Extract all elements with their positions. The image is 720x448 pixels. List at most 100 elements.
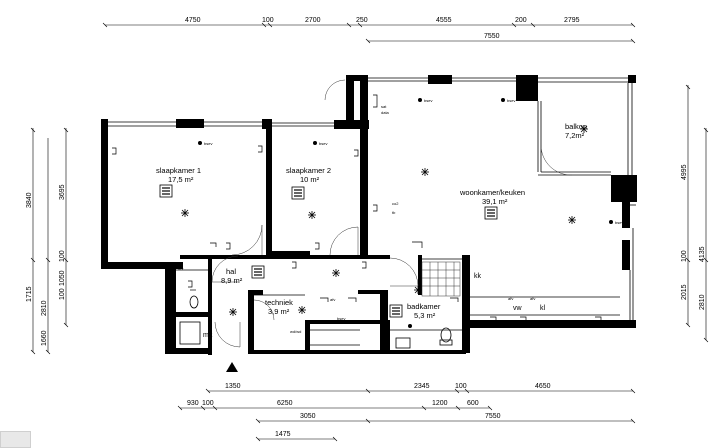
bsev-label: bsev: [337, 316, 345, 321]
room-techniek-name: techniek: [265, 298, 293, 307]
corner-panel: [0, 431, 31, 448]
room-woonkamer-name: woonkamer/keuken: [459, 188, 525, 197]
dim-top-2: 100: [262, 17, 274, 24]
afv-label: afv: [530, 296, 535, 301]
dim-left-6: 100: [59, 250, 66, 262]
room-woonkamer-area: 39,1 m²: [482, 197, 508, 206]
ceiling-light-icon: [181, 209, 189, 217]
ceiling-light-icon: [421, 168, 429, 176]
radiator-icon: [484, 206, 498, 220]
mk-label: mk: [203, 332, 213, 339]
room-balkon-area: 7,2m²: [565, 131, 585, 140]
dimensions-top: 4750 100 2700 250 4555 200 2795 7550: [102, 17, 636, 44]
room-slaapkamer2-area: 10 m²: [300, 175, 320, 184]
bsev-label: bsev: [319, 141, 327, 146]
shower-tile: [421, 261, 461, 297]
bsev-label: bsev: [507, 98, 515, 103]
tb-label: tb: [392, 210, 396, 215]
dim-bottom-7: 6250: [277, 400, 293, 407]
room-slaapkamer2-name: slaapkamer 2: [286, 166, 331, 175]
smoke-detector-icon: [313, 141, 317, 145]
entrance-arrow-icon: [226, 362, 238, 372]
bsev-label: bsev: [204, 141, 212, 146]
dim-left-2: 1715: [26, 286, 33, 302]
dim-left-1: 3840: [26, 192, 33, 208]
bsev-label: bsev: [615, 220, 623, 225]
dim-bottom-10: 3050: [300, 413, 316, 420]
room-balkon-name: balkon: [565, 122, 587, 131]
smoke-detector-icon: [609, 220, 613, 224]
ceiling-light-icon: [568, 216, 576, 224]
ceiling-light-icon: [308, 211, 316, 219]
dim-bottom-4: 4650: [535, 383, 551, 390]
room-hal-area: 8,9 m²: [221, 276, 243, 285]
dim-left-4: 1660: [41, 330, 48, 346]
smoke-detectors: [198, 98, 613, 328]
dim-bottom-2: 2345: [414, 383, 430, 390]
dim-bottom-8: 1200: [432, 400, 448, 407]
dim-top-6: 200: [515, 17, 527, 24]
room-labels: slaapkamer 1 17,5 m² slaapkamer 2 10 m² …: [156, 122, 587, 320]
dim-left-7: 1050: [59, 270, 66, 286]
ceiling-light-icon: [332, 269, 340, 277]
radiator-icon: [291, 186, 305, 200]
bsev-label: bsev: [424, 98, 432, 103]
afv-label: afv: [508, 296, 513, 301]
room-badkamer-name: badkamer: [407, 302, 441, 311]
radiator-icon: [159, 184, 173, 198]
kk-label: kk: [474, 273, 482, 280]
dim-left-3: 2810: [41, 300, 48, 316]
dim-bottom-3: 100: [455, 383, 467, 390]
dim-top-1: 4750: [185, 17, 201, 24]
dim-bottom-9: 600: [467, 400, 479, 407]
dim-left-8: 100: [59, 288, 66, 300]
smoke-detector-icon: [501, 98, 505, 102]
smoke-detector-icon: [418, 98, 422, 102]
dim-bottom-5: 930: [187, 400, 199, 407]
light-points: [181, 125, 588, 316]
dim-top-5: 4555: [436, 17, 452, 24]
sat-label: sat: [381, 104, 387, 109]
room-badkamer-area: 5,3 m²: [414, 311, 436, 320]
afv-label: afv: [330, 297, 335, 302]
dim-bottom-1: 1350: [225, 383, 241, 390]
fixtures: [179, 295, 453, 349]
doors: [211, 79, 573, 348]
room-slaapkamer1-name: slaapkamer 1: [156, 166, 201, 175]
heating-units: [159, 184, 498, 318]
ceiling-light-icon: [298, 306, 306, 314]
dim-bottom-12: 1475: [275, 431, 291, 438]
dim-bottom-11: 7550: [485, 413, 501, 420]
dim-right-5: 2810: [699, 294, 706, 310]
dimensions-bottom: 1350 2345 100 4650 930 100 6250 1200 600…: [177, 383, 636, 442]
radiator-icon: [389, 304, 403, 318]
co2-label: co2: [392, 201, 399, 206]
room-slaapkamer1-area: 17,5 m²: [168, 175, 194, 184]
radiator-icon: [251, 265, 265, 279]
vw-label: vw: [513, 305, 523, 312]
dimensions-left: 3840 1715 2810 1660 3695 100 1050 100: [26, 127, 69, 355]
smoke-detector-icon: [408, 324, 412, 328]
dimensions-right: 4995 100 2015 4135 2810: [681, 84, 709, 343]
annotations: bsev bsev bsev bsev bsev sat data co2 tb…: [178, 98, 623, 339]
dim-right-4: 4135: [699, 246, 706, 262]
wd-label: wd/wd: [290, 329, 301, 334]
ceiling-light-icon: [580, 125, 588, 133]
dim-top-3: 2700: [305, 17, 321, 24]
outlines: [108, 77, 636, 346]
dim-top-4: 250: [356, 17, 368, 24]
data-label: data: [381, 110, 390, 115]
smoke-detector-icon: [198, 141, 202, 145]
afv-label: afv: [178, 266, 183, 271]
dim-left-5: 3695: [59, 184, 66, 200]
dim-bottom-6: 100: [202, 400, 214, 407]
room-hal-name: hal: [226, 267, 236, 276]
dim-top-7: 2795: [564, 17, 580, 24]
dim-top-total: 7550: [484, 33, 500, 40]
room-techniek-area: 3,9 m²: [268, 307, 290, 316]
walls: [101, 75, 637, 355]
dim-right-3: 2015: [681, 284, 688, 300]
kl-label: kl: [540, 305, 546, 312]
dim-right-1: 4995: [681, 164, 688, 180]
